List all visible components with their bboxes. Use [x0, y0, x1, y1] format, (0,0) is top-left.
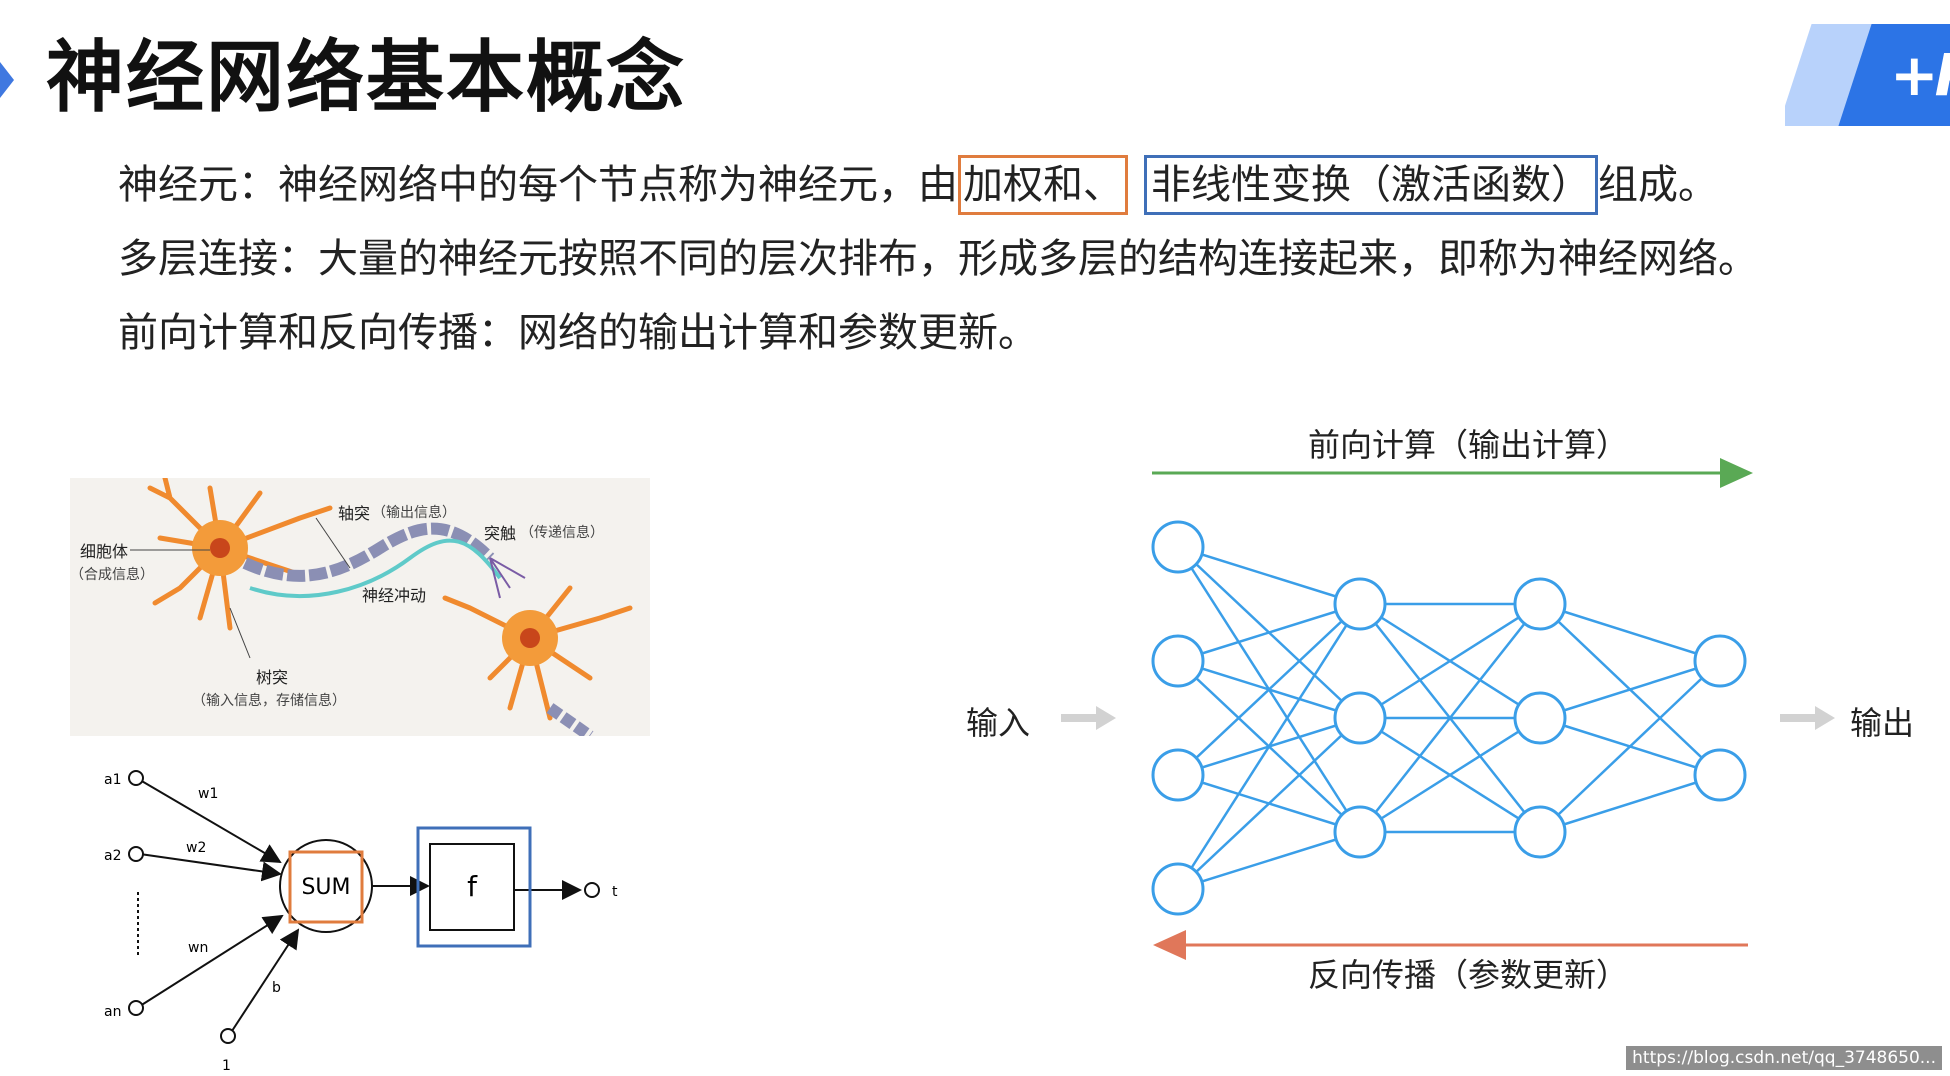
- title-marker-icon: [0, 62, 14, 98]
- network-edge-l0-2-0: [1177, 603, 1361, 776]
- axon-label: 轴突: [338, 504, 371, 523]
- neuron-drawing: [130, 475, 633, 741]
- network-node-l3-1: [1693, 748, 1747, 802]
- network-node-l1-2: [1333, 805, 1387, 859]
- bullet-neuron: 神经元：神经网络中的每个节点称为神经元，由加权和、非线性变换（激活函数）组成。: [118, 148, 1758, 222]
- label-a2: a2: [104, 848, 122, 864]
- synapse-label: 突触: [484, 524, 517, 543]
- impulse-path: [249, 538, 502, 599]
- network-edge-l0-0-0: [1177, 545, 1361, 606]
- network-edge-l1-1-0: [1359, 602, 1541, 720]
- network-node-l0-3: [1151, 862, 1205, 916]
- sum-label: SUM: [301, 875, 350, 900]
- sum-node: [279, 839, 373, 933]
- bullet-forward-backward: 前向计算和反向传播：网络的输出计算和参数更新。: [118, 310, 1038, 356]
- activation-highlight: [416, 826, 532, 948]
- label-b: b: [272, 980, 281, 996]
- network-diagram: [1061, 458, 1835, 960]
- label-w2: w2: [186, 840, 206, 856]
- network-node-l3-0: [1693, 634, 1747, 688]
- neuron-illustration: 细胞体 （合成信息） 轴突 （输出信息） 突触 （传递信息） 神经冲动 树突 （…: [70, 475, 650, 741]
- network-output-label: 输出: [1850, 704, 1915, 742]
- highlight-weighted-sum: 加权和、: [958, 155, 1128, 215]
- output-label: t: [612, 884, 618, 900]
- axon: [242, 522, 495, 582]
- network-edge-l1-2-0: [1359, 603, 1541, 833]
- input-a1-node: [128, 770, 144, 786]
- logo-mark-icon: +P/: [1890, 41, 1950, 109]
- input-a2-node: [128, 846, 144, 862]
- network-input-label: 输入: [966, 704, 1031, 742]
- network-edge-l2-2-0: [1539, 660, 1721, 833]
- watermark: https://blog.csdn.net/qq_3748650...: [1626, 1046, 1942, 1070]
- network-edge-l1-2-1: [1359, 716, 1541, 834]
- perceptron-diagram: a1 a2 an 1 w1 w2 wn b SUM f t: [104, 770, 618, 1074]
- backward-label: 反向传播（参数更新）: [1308, 956, 1629, 994]
- bullet-neuron-text: 神经元：神经网络中的每个节点称为神经元，由: [118, 162, 958, 208]
- label-a1: a1: [104, 772, 122, 788]
- output-node: [584, 882, 600, 898]
- soma-sub-label: （合成信息）: [70, 567, 154, 583]
- bullet-list: 神经元：神经网络中的每个节点称为神经元，由加权和、非线性变换（激活函数）组成。 …: [118, 148, 1758, 370]
- network-node-l0-2: [1151, 748, 1205, 802]
- network-node-l2-1: [1513, 691, 1567, 745]
- sum-highlight: [288, 850, 364, 924]
- input-an-node: [128, 1000, 144, 1016]
- label-wn: wn: [188, 940, 208, 956]
- network-node-l0-0: [1151, 520, 1205, 574]
- network-node-l0-1: [1151, 634, 1205, 688]
- synapse-sub-label: （传递信息）: [520, 525, 604, 541]
- network-edge-l2-0-0: [1539, 602, 1721, 663]
- network-node-l2-0: [1513, 577, 1567, 631]
- forward-label: 前向计算（输出计算）: [1308, 426, 1629, 464]
- network-node-l1-1: [1333, 691, 1387, 745]
- label-bias-input: 1: [222, 1058, 231, 1074]
- network-edge-l0-3-0: [1176, 603, 1362, 890]
- highlight-activation: 非线性变换（激活函数）: [1144, 155, 1598, 215]
- bias-node: [220, 1028, 236, 1044]
- logo: +P/: [1785, 24, 1950, 126]
- activation-box: [429, 843, 515, 931]
- label-an: an: [104, 1004, 121, 1020]
- network-edge-l2-2-1: [1539, 773, 1721, 834]
- network-edge-l0-3-2: [1177, 830, 1361, 891]
- io-arrows: [1061, 706, 1835, 730]
- bullet-multilayer: 多层连接：大量的神经元按照不同的层次排布，形成多层的结构连接起来，即称为神经网络…: [118, 236, 1758, 282]
- impulse-label: 神经冲动: [362, 586, 427, 605]
- bullet-neuron-tail: 组成。: [1598, 162, 1718, 208]
- network-node-l1-0: [1333, 577, 1387, 631]
- network-node-l2-2: [1513, 805, 1567, 859]
- soma-label: 细胞体: [80, 542, 129, 561]
- axon-sub-label: （输出信息）: [372, 505, 456, 521]
- network-edge-l0-1-0: [1177, 602, 1361, 663]
- page-title: 神经网络基本概念: [46, 33, 687, 123]
- dendrite-label: 树突: [256, 668, 289, 687]
- function-label: f: [467, 870, 478, 903]
- network-edge-l2-1-0: [1539, 659, 1721, 720]
- output-arrow-icon: [1780, 706, 1835, 730]
- network-edge-l0-3-1: [1177, 717, 1361, 890]
- input-arrow-icon: [1061, 706, 1116, 730]
- label-w1: w1: [198, 786, 218, 802]
- dendrite-sub-label: （输入信息，存储信息）: [192, 693, 346, 709]
